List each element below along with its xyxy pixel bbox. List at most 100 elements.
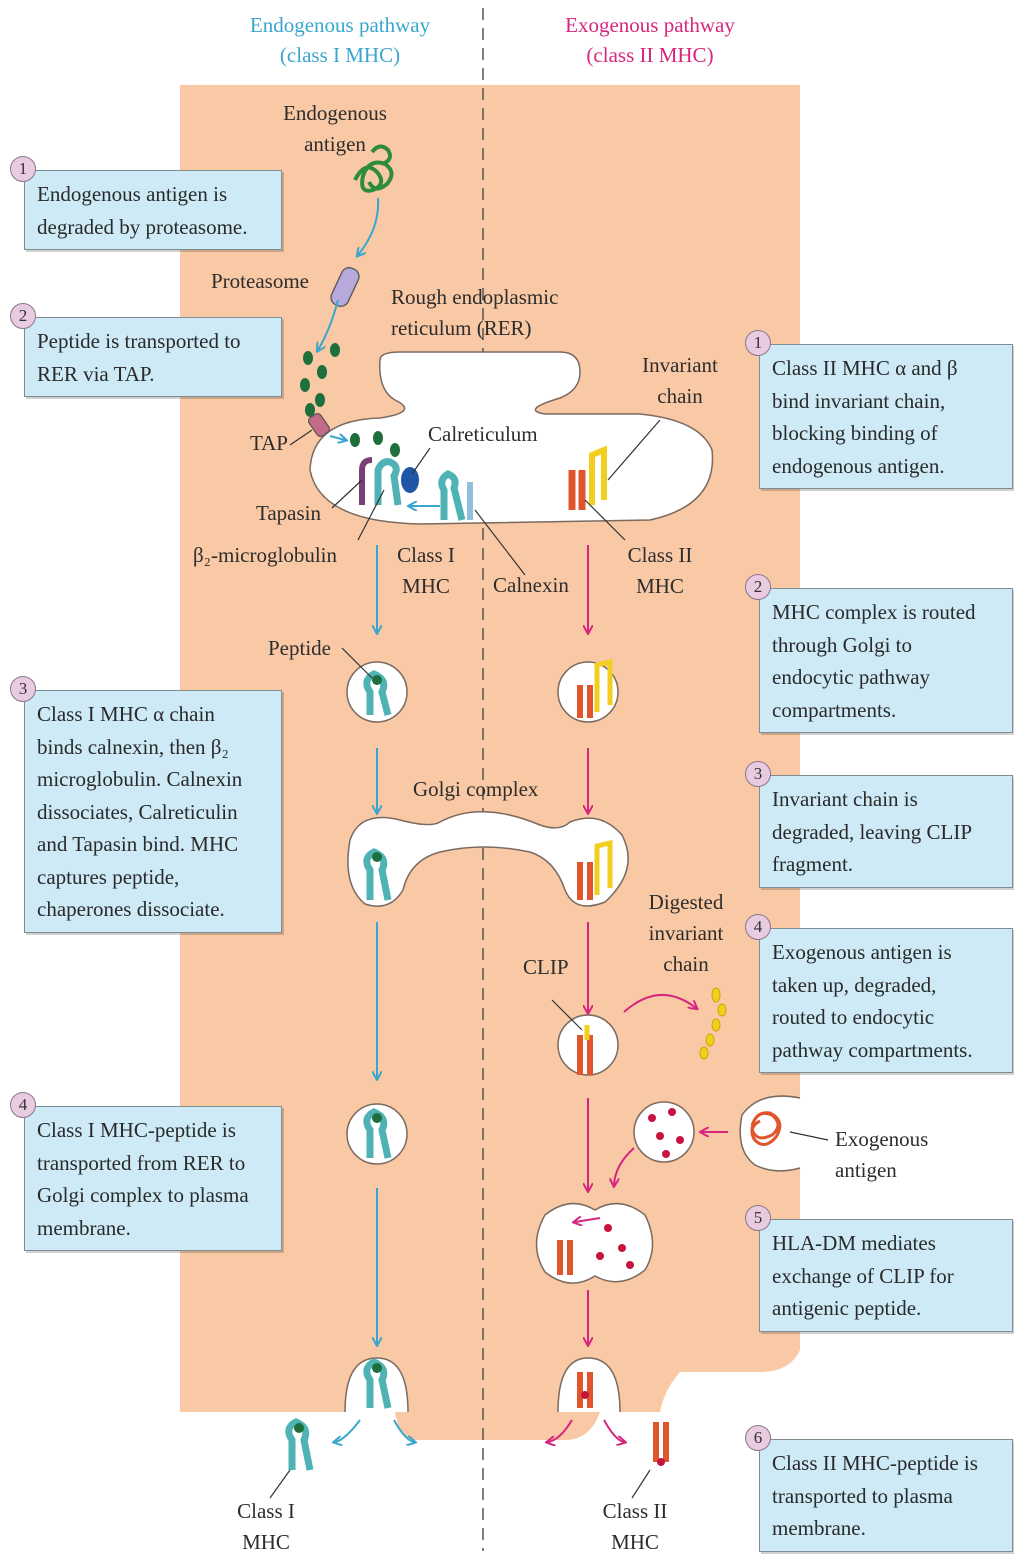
right-step-1-line-1: Class II MHC α and β: [772, 352, 1004, 385]
right-step-2-line-1: MHC complex is routed: [772, 596, 1004, 629]
exogenous-pathway-header: Exogenous pathway (class II MHC): [520, 10, 780, 70]
exogenous-antigen-label: Exogenous antigen: [835, 1124, 928, 1186]
right-step-5-badge: 5: [745, 1205, 771, 1231]
left-step-3-line-6: captures peptide,: [37, 861, 273, 894]
left-step-4-line-4: membrane.: [37, 1212, 273, 1245]
right-step-3-line-2: degraded, leaving CLIP: [772, 816, 1004, 849]
class2-mhc-membrane-label-line-2: MHC: [594, 1527, 676, 1558]
right-step-3-line-3: fragment.: [772, 848, 1004, 881]
right-step-1-line-3: blocking binding of: [772, 417, 1004, 450]
right-step-3-box: Invariant chain is degraded, leaving CLI…: [759, 775, 1013, 888]
rer-label-line-1: Rough endoplasmic: [391, 282, 558, 313]
left-step-4-line-3: Golgi complex to plasma: [37, 1179, 273, 1212]
right-step-5-line-1: HLA-DM mediates: [772, 1227, 1004, 1260]
right-step-4-line-3: routed to endocytic: [772, 1001, 1004, 1034]
invariant-chain-label-line-2: chain: [632, 381, 728, 412]
right-step-1-line-2: bind invariant chain,: [772, 385, 1004, 418]
right-step-2-line-4: compartments.: [772, 694, 1004, 727]
right-step-2-line-3: endocytic pathway: [772, 661, 1004, 694]
class2-mhc-membrane-label: Class II MHC: [594, 1496, 676, 1558]
right-step-1-line-4: endogenous antigen.: [772, 450, 1004, 483]
invariant-chain-label-line-1: Invariant: [632, 350, 728, 381]
peptide-label: Peptide: [268, 633, 331, 664]
fusion-compartment: [537, 1204, 653, 1284]
class1-mhc-membrane-label: Class I MHC: [226, 1496, 306, 1558]
left-step-3-box: Class I MHC α chain binds calnexin, then…: [24, 690, 282, 933]
left-step-2-line-2: RER via TAP.: [37, 358, 273, 391]
left-step-3-line-1: Class I MHC α chain: [37, 698, 273, 731]
digested-invariant-chain-label-line-1: Digested: [638, 887, 734, 918]
right-step-2-line-2: through Golgi to: [772, 629, 1004, 662]
left-step-3-line-4: dissociates, Calreticulin: [37, 796, 273, 829]
right-step-5-line-3: antigenic peptide.: [772, 1292, 1004, 1325]
right-step-1-badge: 1: [745, 330, 771, 356]
class2-mhc-membrane-label-line-1: Class II: [594, 1496, 676, 1527]
right-step-3-line-1: Invariant chain is: [772, 783, 1004, 816]
left-step-1-box: Endogenous antigen is degraded by protea…: [24, 170, 282, 250]
right-step-4-line-2: taken up, degraded,: [772, 969, 1004, 1002]
calnexin-label: Calnexin: [493, 570, 569, 601]
left-step-3-line-5: and Tapasin bind. MHC: [37, 828, 273, 861]
left-step-2-box: Peptide is transported to RER via TAP.: [24, 317, 282, 397]
left-step-1-line-1: Endogenous antigen is: [37, 178, 273, 211]
endocytic-pit: [740, 1096, 800, 1171]
left-step-1-badge: 1: [10, 156, 36, 182]
right-step-3-badge: 3: [745, 761, 771, 787]
right-step-4-line-1: Exogenous antigen is: [772, 936, 1004, 969]
endogenous-antigen-label-line-2: antigen: [270, 129, 400, 160]
class1-mhc-rer-label: Class I MHC: [390, 540, 462, 602]
endogenous-antigen-label-line-1: Endogenous: [270, 98, 400, 129]
golgi-complex-label: Golgi complex: [413, 774, 538, 805]
rer-label: Rough endoplasmic reticulum (RER): [391, 282, 558, 344]
class2-mhc-rer-label-line-2: MHC: [620, 571, 700, 602]
left-step-3-badge: 3: [10, 676, 36, 702]
class1-mhc-membrane-label-line-1: Class I: [226, 1496, 306, 1527]
invariant-chain-label: Invariant chain: [632, 350, 728, 412]
endogenous-antigen-label: Endogenous antigen: [270, 98, 400, 160]
class1-mhc-rer-label-line-2: MHC: [390, 571, 462, 602]
right-step-4-line-4: pathway compartments.: [772, 1034, 1004, 1067]
b2-microglobulin-label: β₂-microglobulin: [193, 540, 337, 571]
rer-label-line-2: reticulum (RER): [391, 313, 558, 344]
right-step-2-badge: 2: [745, 574, 771, 600]
left-step-4-line-1: Class I MHC-peptide is: [37, 1114, 273, 1147]
right-step-6-line-2: transported to plasma: [772, 1480, 1004, 1513]
right-step-4-box: Exogenous antigen is taken up, degraded,…: [759, 928, 1013, 1073]
exogenous-antigen-label-line-2: antigen: [835, 1155, 928, 1186]
calreticulum-label: Calreticulum: [428, 419, 538, 450]
digested-invariant-chain-label-line-2: invariant: [638, 918, 734, 949]
digested-invariant-chain-label-line-3: chain: [638, 949, 734, 980]
right-step-6-line-1: Class II MHC-peptide is: [772, 1447, 1004, 1480]
right-step-6-badge: 6: [745, 1425, 771, 1451]
class1-mhc-rer-label-line-1: Class I: [390, 540, 462, 571]
right-step-5-line-2: exchange of CLIP for: [772, 1260, 1004, 1293]
class1-mhc-membrane-label-line-2: MHC: [226, 1527, 306, 1558]
left-step-4-line-2: transported from RER to: [37, 1147, 273, 1180]
right-step-5-box: HLA-DM mediates exchange of CLIP for ant…: [759, 1219, 1013, 1332]
right-step-2-box: MHC complex is routed through Golgi to e…: [759, 588, 1013, 733]
tapasin-label: Tapasin: [256, 498, 321, 529]
left-step-2-badge: 2: [10, 303, 36, 329]
class2-mhc-rer-label-line-1: Class II: [620, 540, 700, 571]
left-step-3-line-3: microglobulin. Calnexin: [37, 763, 273, 796]
right-step-6-box: Class II MHC-peptide is transported to p…: [759, 1439, 1013, 1552]
left-step-3-line-2: binds calnexin, then β₂: [37, 731, 273, 764]
left-step-3-line-7: chaperones dissociate.: [37, 893, 273, 926]
endogenous-subtitle: (class I MHC): [205, 40, 475, 70]
left-step-1-line-2: degraded by proteasome.: [37, 211, 273, 244]
left-step-2-line-1: Peptide is transported to: [37, 325, 273, 358]
exogenous-antigen-label-line-1: Exogenous: [835, 1124, 928, 1155]
left-step-4-badge: 4: [10, 1092, 36, 1118]
tap-label: TAP: [250, 428, 288, 459]
endogenous-pathway-header: Endogenous pathway (class I MHC): [205, 10, 475, 70]
right-step-4-badge: 4: [745, 914, 771, 940]
exogenous-title: Exogenous pathway: [520, 10, 780, 40]
exogenous-subtitle: (class II MHC): [520, 40, 780, 70]
endogenous-title: Endogenous pathway: [205, 10, 475, 40]
class2-mhc-rer-label: Class II MHC: [620, 540, 700, 602]
proteasome-label: Proteasome: [211, 266, 309, 297]
right-step-1-box: Class II MHC α and β bind invariant chai…: [759, 344, 1013, 489]
digested-invariant-chain-label: Digested invariant chain: [638, 887, 734, 980]
clip-label: CLIP: [523, 952, 569, 983]
left-step-4-box: Class I MHC-peptide is transported from …: [24, 1106, 282, 1251]
